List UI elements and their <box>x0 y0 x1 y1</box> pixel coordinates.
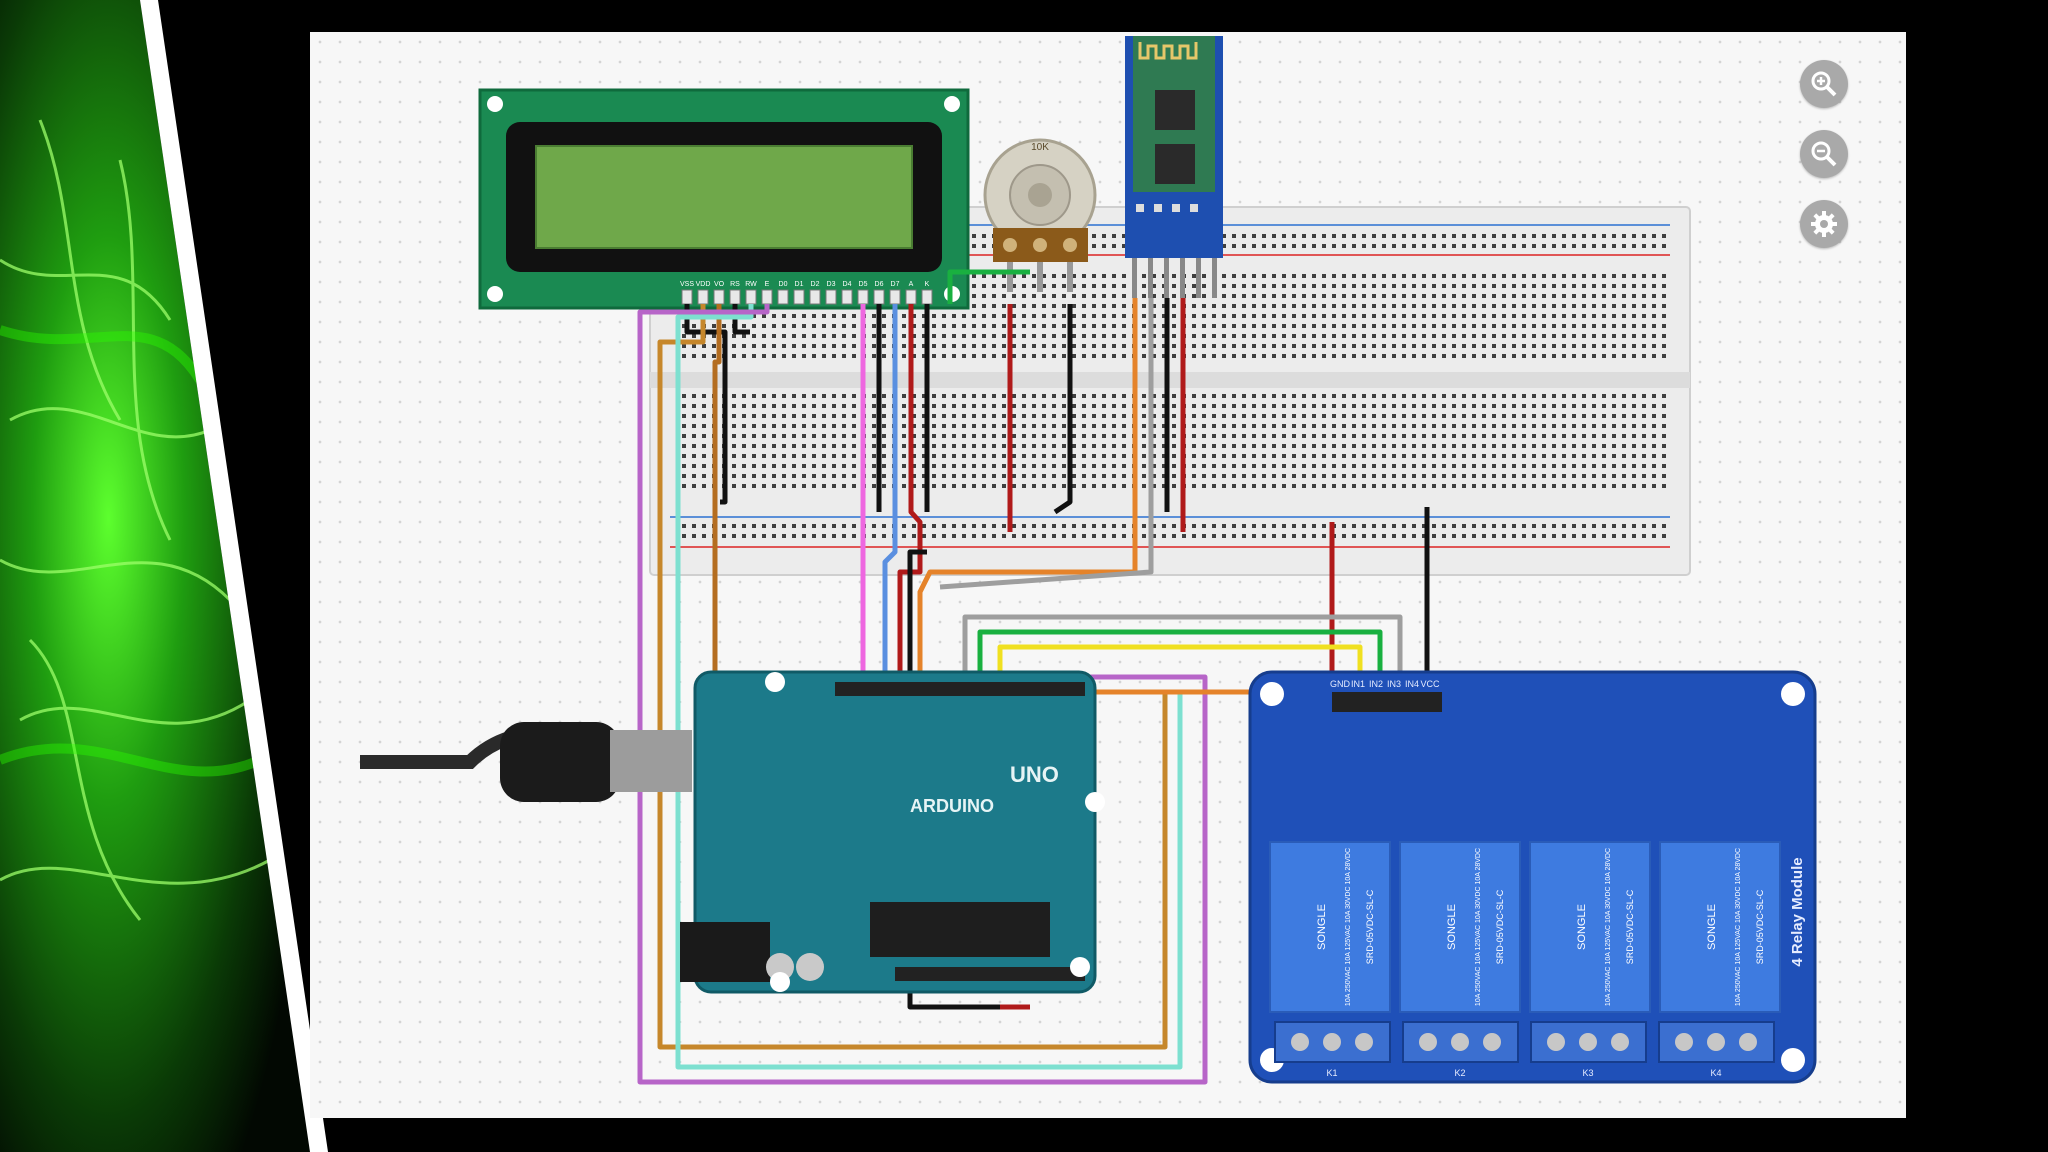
relay-header-pin-label: IN2 <box>1369 679 1383 689</box>
relay-brand: SONGLE <box>1576 904 1588 950</box>
relay-rating: 10A 250VAC 10A 125VAC 10A 30VDC 10A 28VD… <box>1345 848 1352 1006</box>
decorative-background <box>0 0 360 1152</box>
relay-unit-2: SONGLE 10A 250VAC 10A 125VAC 10A 30VDC 1… <box>1399 841 1521 1013</box>
relay-module[interactable]: GND IN1 IN2 IN3 IN4 VCC SONGLE 10A 250VA… <box>1248 670 1817 1084</box>
zoom-out-button[interactable] <box>1800 130 1848 178</box>
relay-unit-4: SONGLE 10A 250VAC 10A 125VAC 10A 30VDC 1… <box>1659 841 1781 1013</box>
lcd-pin-label: D3 <box>827 281 836 288</box>
lcd-pin-label: A <box>909 281 914 288</box>
relay-unit-1: SONGLE 10A 250VAC 10A 125VAC 10A 30VDC 1… <box>1269 841 1391 1013</box>
lcd-pin-label: D4 <box>843 281 852 288</box>
relay-header-pin-label: IN4 <box>1405 679 1419 689</box>
relay-rating: 10A 250VAC 10A 125VAC 10A 30VDC 10A 28VD… <box>1735 848 1742 1006</box>
zoom-toolbar <box>1800 60 1852 270</box>
relay-terminal-label: K4 <box>1710 1068 1721 1078</box>
relay-header-pin-label: VCC <box>1420 679 1440 689</box>
arduino-label: ARDUINO <box>910 796 994 816</box>
lcd-pin-label: D7 <box>891 281 900 288</box>
potentiometer[interactable]: 10K <box>983 138 1097 292</box>
lcd-pin-label: RS <box>730 281 740 288</box>
bluetooth-module[interactable] <box>1125 36 1223 298</box>
lcd-pin-label: D5 <box>859 281 868 288</box>
circuit-canvas[interactable]: VSS VDD VO RS RW E D0 D1 D2 D3 D4 D5 D6 … <box>310 32 1906 1118</box>
relay-model: SRD-05VDC-SL-C <box>1625 889 1635 964</box>
relay-brand: SONGLE <box>1316 904 1328 950</box>
arduino-model: UNO <box>1010 762 1059 787</box>
relay-brand: SONGLE <box>1446 904 1458 950</box>
arduino-board[interactable]: ARDUINO UNO <box>680 670 1105 994</box>
relay-terminal-label: K1 <box>1326 1068 1337 1078</box>
relay-terminal-label: K3 <box>1582 1068 1593 1078</box>
relay-terminal-label: K2 <box>1454 1068 1465 1078</box>
lcd-pin-label: RW <box>745 281 757 288</box>
lcd-pin-label: VDD <box>696 281 711 288</box>
relay-header-pin-label: IN1 <box>1351 679 1365 689</box>
lcd-pin-label: E <box>765 281 770 288</box>
lcd-display[interactable]: VSS VDD VO RS RW E D0 D1 D2 D3 D4 D5 D6 … <box>478 88 970 310</box>
lcd-pin-label: VSS <box>680 281 694 288</box>
lcd-pin-label: VO <box>714 281 725 288</box>
relay-brand: SONGLE <box>1706 904 1718 950</box>
relay-rating: 10A 250VAC 10A 125VAC 10A 30VDC 10A 28VD… <box>1605 848 1612 1006</box>
lcd-pin-label: D1 <box>795 281 804 288</box>
relay-header-pin-label: IN3 <box>1387 679 1401 689</box>
relay-model: SRD-05VDC-SL-C <box>1495 889 1505 964</box>
wires <box>637 269 1430 1085</box>
zoom-in-button[interactable] <box>1800 60 1848 108</box>
relay-model: SRD-05VDC-SL-C <box>1755 889 1765 964</box>
lcd-pin-label: D2 <box>811 281 820 288</box>
zoom-out-icon <box>1811 141 1837 167</box>
lcd-pin-label: D6 <box>875 281 884 288</box>
relay-header-pin-label: GND <box>1330 679 1351 689</box>
relay-model: SRD-05VDC-SL-C <box>1365 889 1375 964</box>
lcd-pin-label: D0 <box>779 281 788 288</box>
gear-icon <box>1811 211 1837 237</box>
zoom-in-icon <box>1811 71 1837 97</box>
settings-button[interactable] <box>1800 200 1848 248</box>
lcd-pin-label: K <box>925 281 930 288</box>
relay-rating: 10A 250VAC 10A 125VAC 10A 30VDC 10A 28VD… <box>1475 848 1482 1006</box>
circuit-diagram: VSS VDD VO RS RW E D0 D1 D2 D3 D4 D5 D6 … <box>360 36 1817 1085</box>
potentiometer-label: 10K <box>1031 142 1049 153</box>
usb-cable <box>360 722 692 802</box>
relay-module-title: 4 Relay Module <box>1789 857 1806 966</box>
relay-unit-3: SONGLE 10A 250VAC 10A 125VAC 10A 30VDC 1… <box>1529 841 1651 1013</box>
